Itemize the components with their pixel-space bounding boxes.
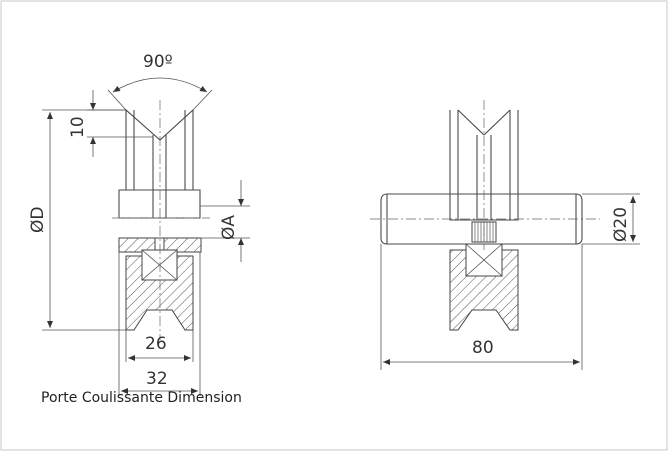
w32-label: 32: [146, 369, 168, 389]
angle-ext-left: [107, 89, 127, 111]
front-bearing-cross-b: [465, 243, 503, 277]
angle-arc: [112, 77, 208, 93]
depth-label: 10: [68, 116, 88, 138]
angle-label: 90º: [143, 52, 173, 72]
v-flange-outline: [118, 108, 201, 219]
bore-label: ØA: [219, 215, 239, 240]
wheel-axle-view: Ø20 80: [370, 100, 640, 370]
knurl-lines: [474, 222, 494, 242]
w26-label: 26: [145, 334, 167, 354]
bearing-cross-b: [141, 249, 178, 281]
flange-front: [449, 110, 519, 221]
caption: Porte Coulissante Dimension: [41, 390, 242, 406]
angle-ext-right: [192, 89, 213, 111]
axle-d-label: Ø20: [611, 207, 631, 242]
wheel-section-view: 90º 10 ØD ØA 26 32: [28, 52, 250, 396]
front-v-right: [483, 109, 511, 136]
front-v-left: [457, 109, 485, 136]
diam-label: ØD: [28, 207, 48, 233]
len-label: 80: [472, 338, 494, 358]
